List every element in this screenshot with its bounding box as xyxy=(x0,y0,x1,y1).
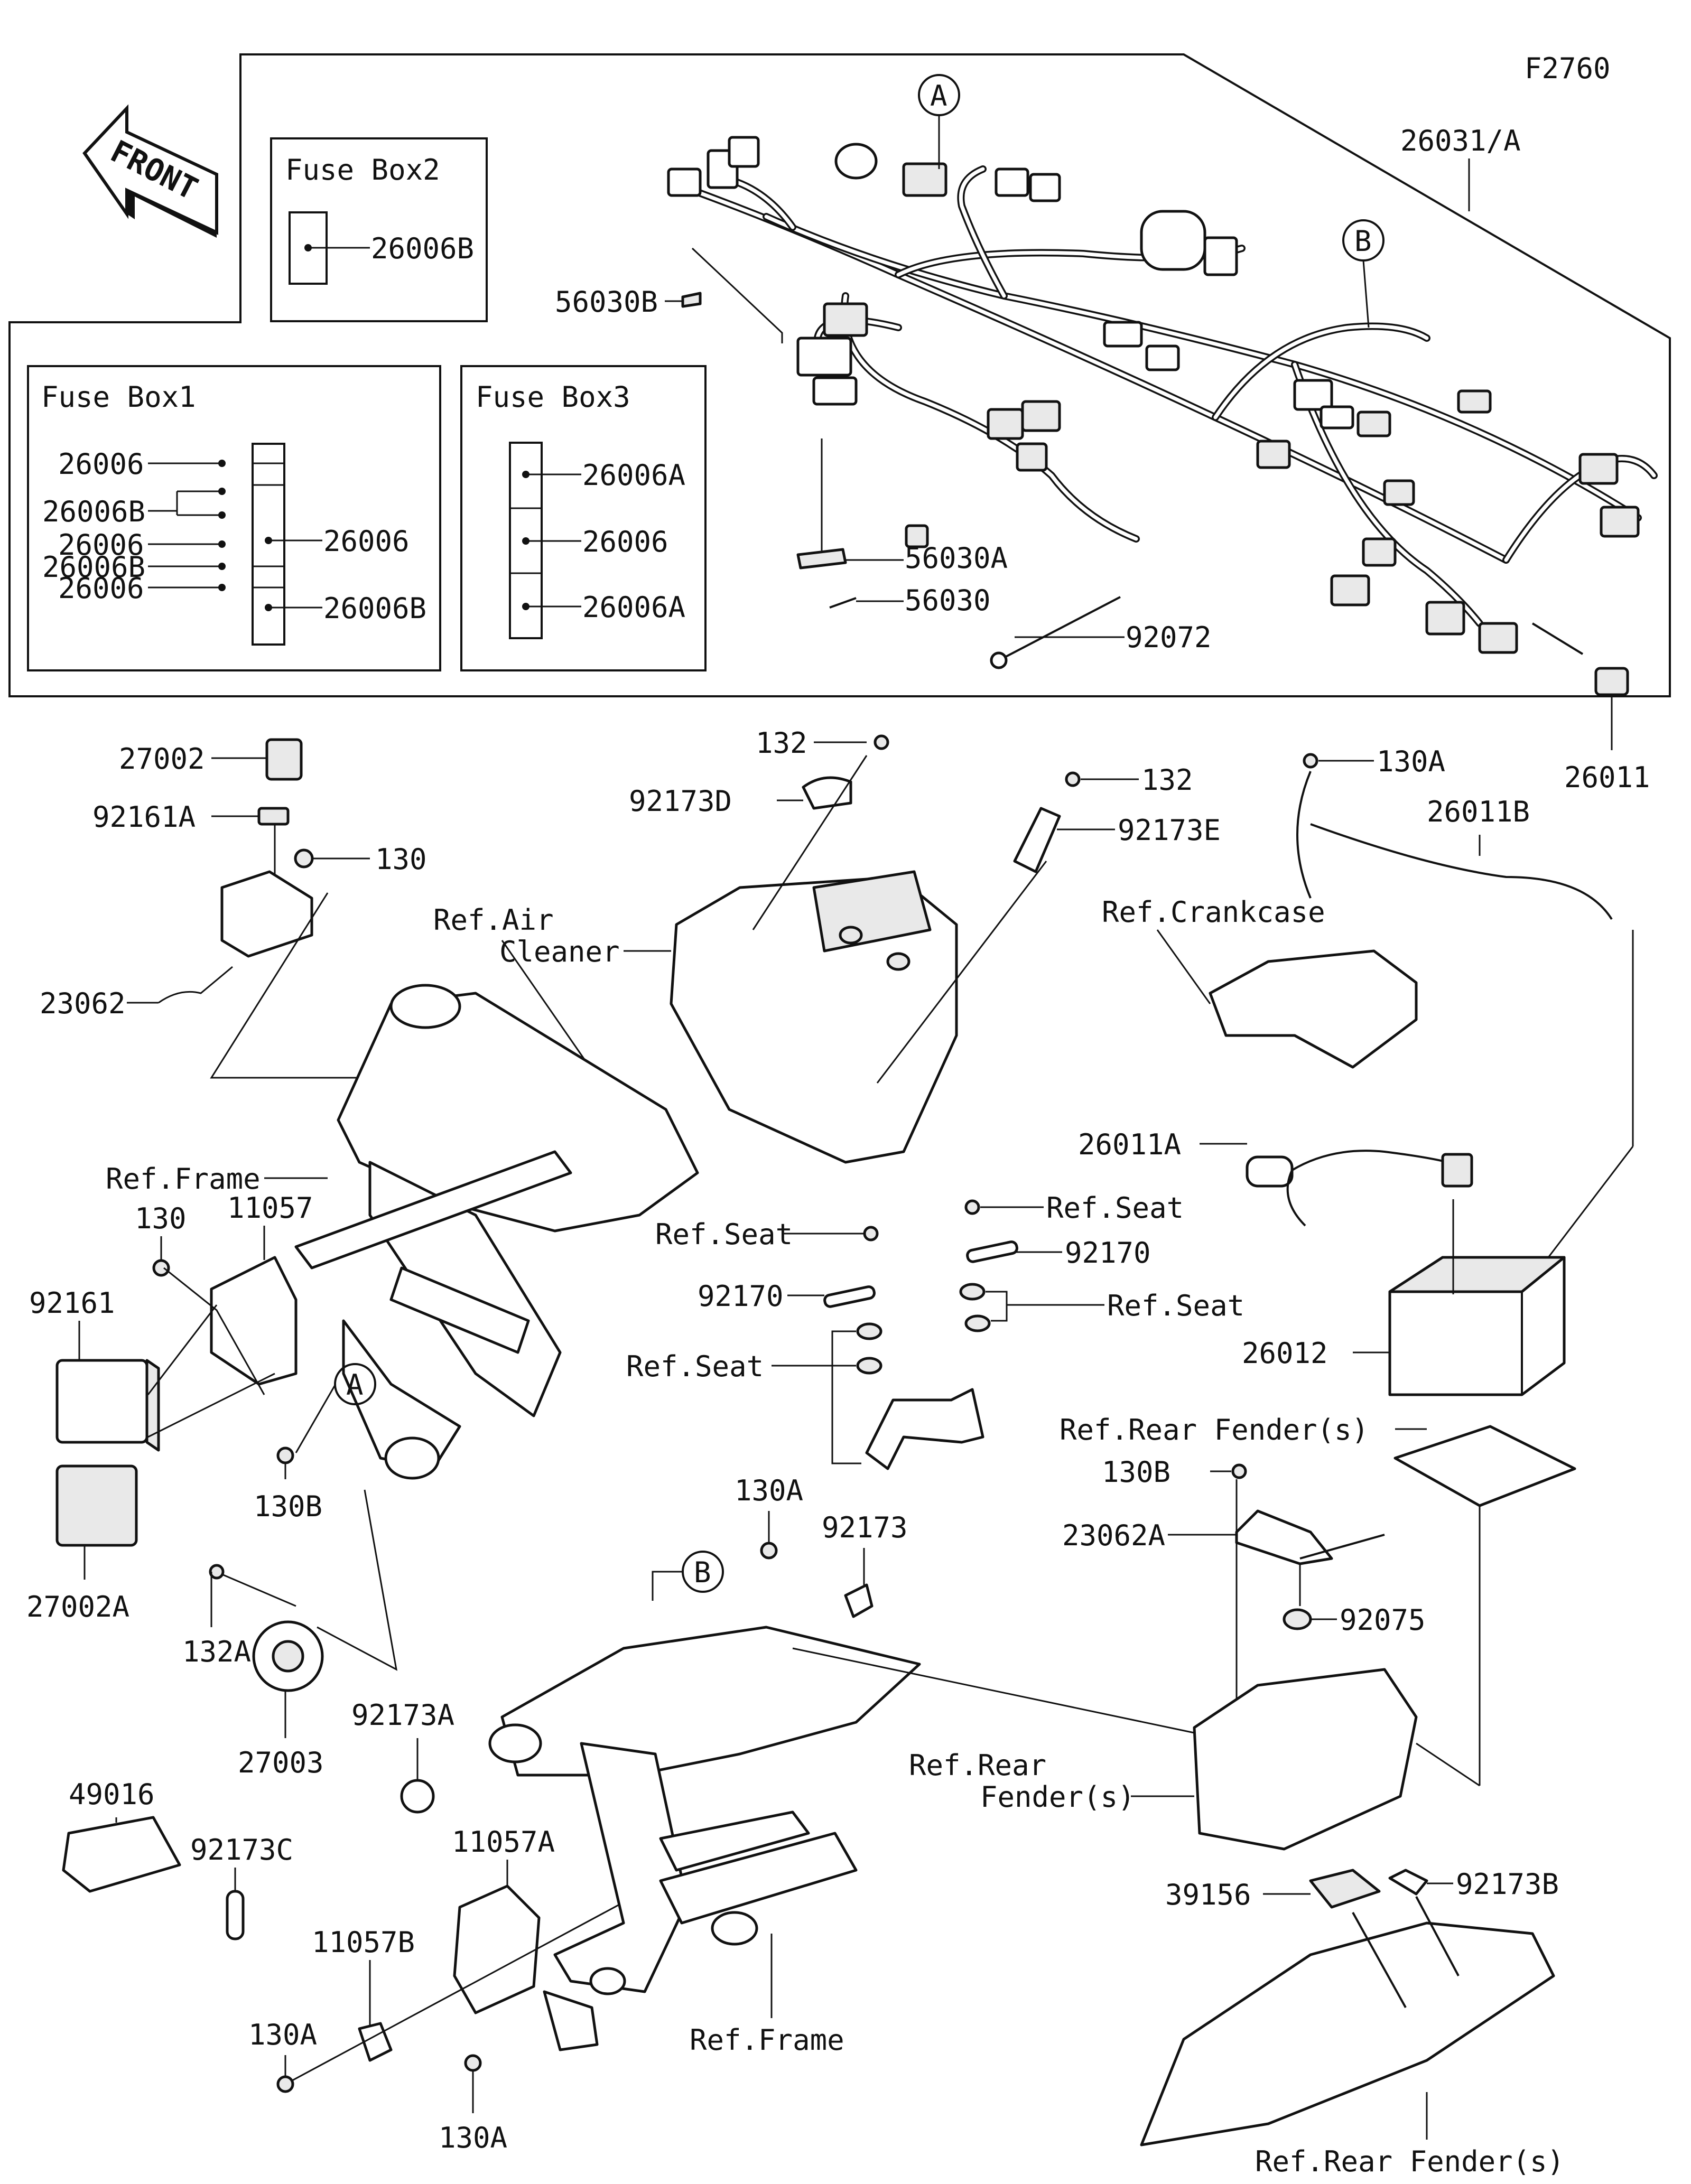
ref-label-a: A xyxy=(930,79,947,113)
callout-56030a: 56030A xyxy=(905,542,1008,575)
callout-130a-4: 130A xyxy=(1377,745,1445,778)
lower-frame xyxy=(488,1626,921,2051)
callout-27002a: 27002A xyxy=(26,1590,129,1623)
callout-130-2: 130 xyxy=(135,1202,187,1235)
fuse-box-1: Fuse Box1 26006 26006B 26006 26006B 2600… xyxy=(27,365,441,671)
callout-92161a: 92161A xyxy=(92,800,196,834)
ref-label-a-2: A xyxy=(346,1368,364,1402)
figure-code: F2760 xyxy=(1525,52,1611,85)
callout-130b-1: 130B xyxy=(254,1490,322,1523)
callout-ref-rear-1a: Ref.Rear xyxy=(909,1749,1046,1782)
fuse-box-1-label: 26006B xyxy=(42,550,145,584)
fuse-box-3-label: 26006A xyxy=(582,459,685,492)
callout-ref-rear-2: Ref.Rear Fender(s) xyxy=(1060,1413,1369,1446)
callout-39156: 39156 xyxy=(1165,1878,1251,1911)
fuse-box-3: Fuse Box3 26006A 26006 26006A xyxy=(460,365,707,671)
callout-49016: 49016 xyxy=(69,1778,155,1811)
callout-92161: 92161 xyxy=(29,1286,115,1320)
fuse-box-1-label: 26006 xyxy=(58,447,144,481)
fuse-box-1-label: 26006B xyxy=(42,495,145,528)
callout-92173c: 92173C xyxy=(190,1833,293,1866)
upper-frame xyxy=(294,984,699,1480)
callout-56030: 56030 xyxy=(905,584,991,617)
callout-132-2: 132 xyxy=(1141,763,1193,797)
callout-ref-seat-3: Ref.Seat xyxy=(1107,1289,1244,1322)
callout-26011b: 26011B xyxy=(1427,795,1530,828)
callout-92173d: 92173D xyxy=(629,785,732,818)
callout-23062a: 23062A xyxy=(1062,1519,1165,1552)
callout-92170-1: 92170 xyxy=(698,1280,784,1313)
fuse-box-2-title: Fuse Box2 xyxy=(285,153,440,186)
callout-130a-2: 130A xyxy=(439,2121,507,2154)
main-harness xyxy=(667,136,1658,654)
callout-56030b: 56030B xyxy=(555,285,658,319)
callout-ref-rear-1b: Fender(s) xyxy=(980,1780,1135,1814)
callout-130b-2: 130B xyxy=(1102,1455,1170,1489)
callout-92075: 92075 xyxy=(1340,1603,1426,1637)
callout-11057b: 11057B xyxy=(312,1926,415,1959)
fuse-box-3-label: 26006 xyxy=(582,525,668,558)
callout-11057a: 11057A xyxy=(452,1825,555,1859)
callout-92173a: 92173A xyxy=(351,1698,454,1732)
callout-26012: 26012 xyxy=(1242,1337,1328,1370)
callout-92170-2: 92170 xyxy=(1065,1236,1151,1270)
callout-26031a: 26031/A xyxy=(1400,124,1521,157)
callout-ref-air: Ref.Air xyxy=(433,903,554,937)
callout-ref-seat-2: Ref.Seat xyxy=(1046,1191,1184,1225)
fuse-box-1-label: 26006B xyxy=(323,592,426,625)
callout-ref-rear-3: Ref.Rear Fender(s) xyxy=(1255,2145,1564,2178)
harness-panel-outline xyxy=(8,53,1671,697)
callout-cleaner: Cleaner xyxy=(499,935,620,968)
callout-130a-3: 130A xyxy=(735,1474,803,1507)
callout-11057: 11057 xyxy=(227,1191,313,1225)
callout-26011: 26011 xyxy=(1564,761,1650,794)
ref-label-b: B xyxy=(1354,225,1372,258)
callout-27003: 27003 xyxy=(238,1746,324,1779)
callout-130-1: 130 xyxy=(375,843,427,876)
callout-132-1: 132 xyxy=(756,726,807,760)
fuse-box-2: Fuse Box2 26006B xyxy=(270,137,488,322)
fuse-box-3-title: Fuse Box3 xyxy=(476,380,630,414)
fuse-box-1-title: Fuse Box1 xyxy=(41,380,196,414)
callout-ref-crankcase: Ref.Crankcase xyxy=(1102,895,1325,929)
callout-92173e: 92173E xyxy=(1118,814,1221,847)
callout-92173b: 92173B xyxy=(1456,1868,1559,1901)
fuse-box-2-label: 26006B xyxy=(371,232,474,265)
callout-27002: 27002 xyxy=(119,742,205,776)
ref-label-b-2: B xyxy=(694,1556,711,1589)
front-arrow-icon: FRONT xyxy=(82,104,218,238)
fuse-box-3-label: 26006A xyxy=(582,591,685,624)
fuse-box-1-label: 26006 xyxy=(58,528,144,562)
callout-23062: 23062 xyxy=(40,987,126,1020)
callout-92173: 92173 xyxy=(822,1511,908,1544)
callout-ref-frame-1: Ref.Frame xyxy=(106,1162,261,1196)
callout-ref-seat-4: Ref.Seat xyxy=(626,1350,764,1383)
callout-ref-seat-1: Ref.Seat xyxy=(655,1218,793,1251)
callout-26011a: 26011A xyxy=(1078,1128,1181,1161)
callout-92072: 92072 xyxy=(1126,621,1212,654)
fuse-box-1-label: 26006 xyxy=(58,572,144,605)
fuse-box-1-label: 26006 xyxy=(323,525,410,558)
callout-132a: 132A xyxy=(182,1635,251,1668)
callout-ref-frame-2: Ref.Frame xyxy=(690,2023,844,2057)
callout-130a-1: 130A xyxy=(248,2018,317,2051)
